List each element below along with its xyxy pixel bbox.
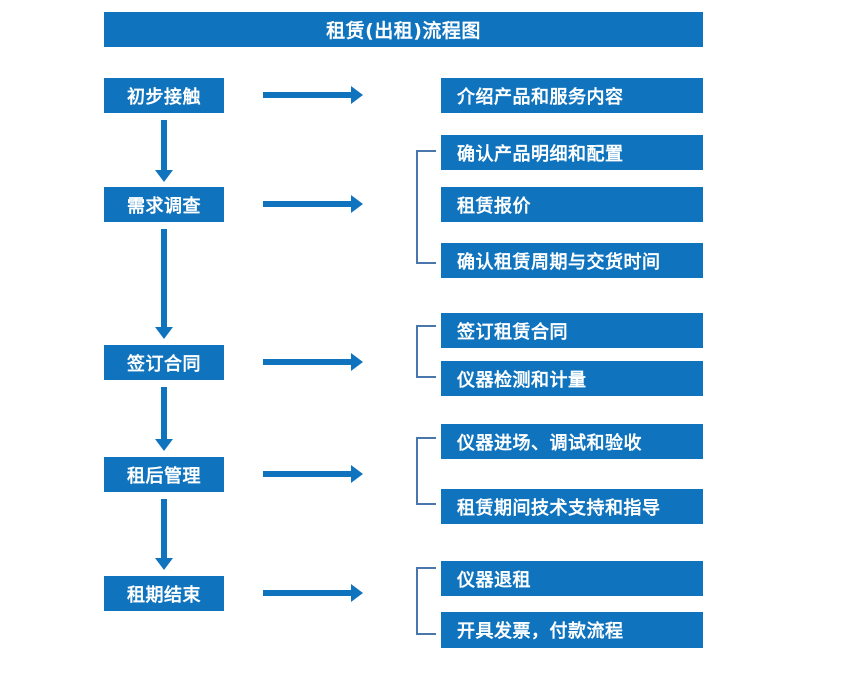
vertical-arrow-2 xyxy=(153,229,175,339)
bracket-group-4 xyxy=(416,437,436,505)
task-box-8[interactable]: 租赁期间技术支持和指导 xyxy=(441,489,703,524)
stage-box-2[interactable]: 需求调查 xyxy=(104,187,224,222)
vertical-arrow-4 xyxy=(153,499,175,570)
vertical-arrow-1 xyxy=(153,120,175,182)
task-box-7[interactable]: 仪器进场、调试和验收 xyxy=(441,424,703,459)
task-box-9[interactable]: 仪器退租 xyxy=(441,561,703,596)
task-box-10[interactable]: 开具发票，付款流程 xyxy=(441,612,703,648)
bracket-group-3 xyxy=(416,325,436,378)
vertical-arrow-3 xyxy=(153,387,175,451)
task-box-3[interactable]: 租赁报价 xyxy=(441,187,703,222)
bracket-group-5 xyxy=(416,567,436,635)
stage-box-3[interactable]: 签订合同 xyxy=(104,345,224,380)
stage-box-4[interactable]: 租后管理 xyxy=(104,457,224,492)
task-box-5[interactable]: 签订租赁合同 xyxy=(441,313,703,348)
task-box-1[interactable]: 介绍产品和服务内容 xyxy=(441,78,703,113)
task-box-4[interactable]: 确认租赁周期与交货时间 xyxy=(441,243,703,278)
stage-box-5[interactable]: 租期结束 xyxy=(104,576,224,611)
stage-box-1[interactable]: 初步接触 xyxy=(104,78,224,113)
bracket-group-2 xyxy=(416,150,436,264)
task-box-6[interactable]: 仪器检测和计量 xyxy=(441,361,703,396)
horizontal-arrow-5 xyxy=(263,582,363,604)
horizontal-arrow-3 xyxy=(263,351,363,373)
horizontal-arrow-2 xyxy=(263,193,363,215)
diagram-title: 租赁(出租)流程图 xyxy=(104,12,703,47)
task-box-2[interactable]: 确认产品明细和配置 xyxy=(441,135,703,170)
horizontal-arrow-1 xyxy=(263,84,363,106)
horizontal-arrow-4 xyxy=(263,463,363,485)
